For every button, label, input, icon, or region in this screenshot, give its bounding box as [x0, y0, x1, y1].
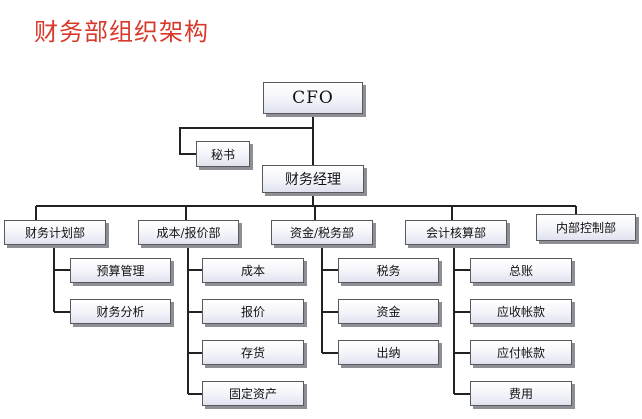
- secretary-box: 秘书: [196, 141, 250, 167]
- node-quotation: 报价: [202, 299, 304, 324]
- dept-internal-control: 内部控制部: [536, 214, 636, 241]
- node-tax: 税务: [338, 258, 439, 283]
- node-accounts-receivable: 应收帐款: [470, 299, 572, 324]
- node-budget-management: 预算管理: [70, 258, 171, 283]
- node-cashier: 出纳: [338, 340, 439, 365]
- finance-manager-box: 财务经理: [262, 165, 364, 193]
- dept-financial-planning: 财务计划部: [4, 220, 106, 245]
- dept-accounting: 会计核算部: [405, 220, 507, 245]
- dept-cost-quotation: 成本/报价部: [138, 220, 239, 245]
- node-financial-analysis: 财务分析: [70, 299, 171, 324]
- node-fixed-assets: 固定资产: [202, 381, 304, 406]
- node-cost: 成本: [202, 258, 304, 283]
- chart-title: 财务部组织架构: [34, 18, 209, 46]
- node-accounts-payable: 应付帐款: [470, 340, 572, 365]
- node-funds: 资金: [338, 299, 439, 324]
- node-general-ledger: 总账: [470, 258, 572, 283]
- cfo-box: CFO: [263, 82, 363, 114]
- dept-funds-tax: 资金/税务部: [271, 220, 373, 245]
- node-expenses: 费用: [470, 381, 572, 406]
- node-inventory: 存货: [202, 340, 304, 365]
